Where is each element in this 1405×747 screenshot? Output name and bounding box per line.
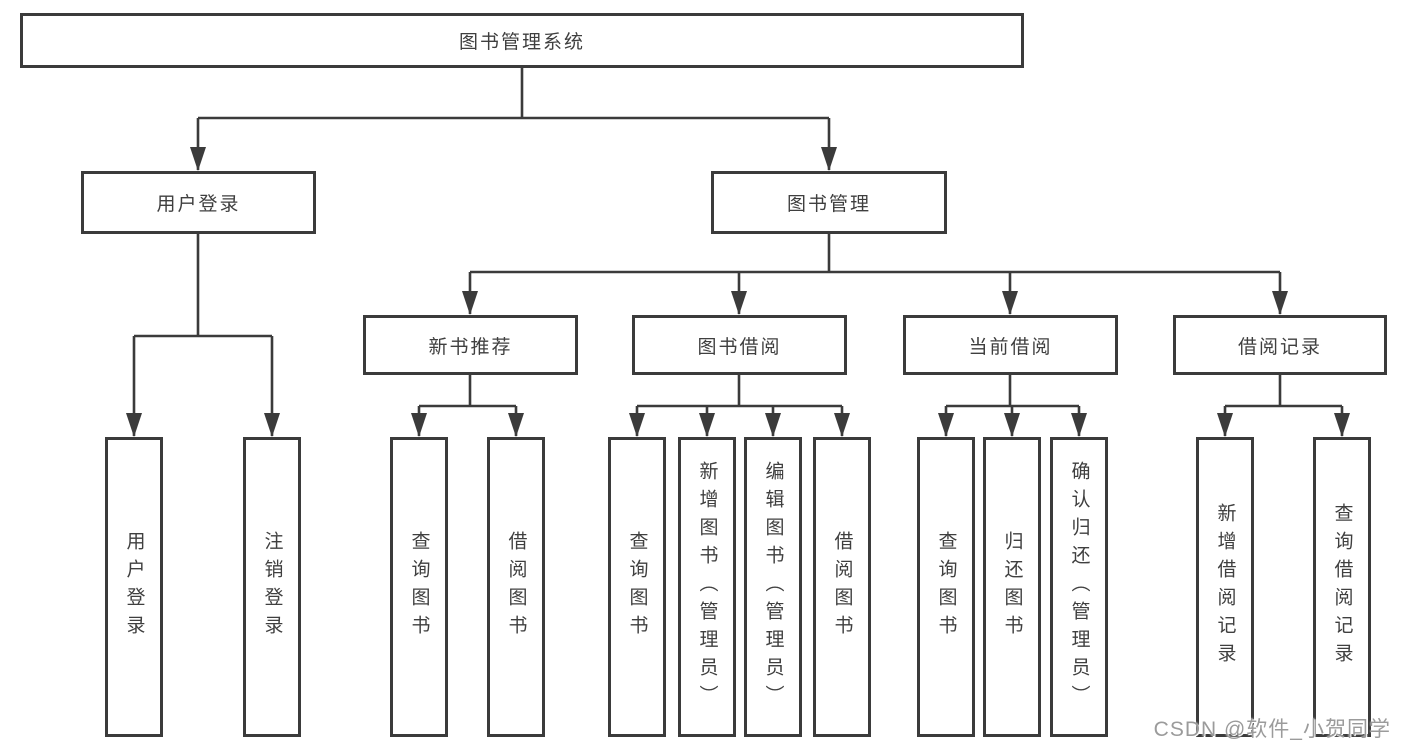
node-label: 图书管理: [786, 194, 871, 215]
node-root: 图书管理系统: [20, 13, 1024, 68]
node-borrow-records: 借阅记录: [1173, 315, 1387, 375]
node-label: 归还图书: [1001, 531, 1023, 643]
node-label: 查询图书: [626, 531, 648, 643]
node-label: 新增借阅记录: [1214, 503, 1236, 671]
leaf-borrow-add-books-admin: 新增图书（管理员）: [678, 437, 736, 737]
leaf-current-confirm-return-admin: 确认归还（管理员）: [1050, 437, 1108, 737]
node-label: 当前借阅: [968, 336, 1053, 358]
leaf-recommend-query-books: 查询图书: [390, 437, 448, 737]
leaf-borrow-borrow-books: 借阅图书: [813, 437, 871, 737]
node-label: 借阅图书: [505, 531, 527, 643]
leaf-logout: 注销登录: [243, 437, 301, 737]
node-user-login: 用户登录: [81, 171, 316, 234]
node-label: 编辑图书（管理员）: [762, 461, 784, 713]
node-label: 借阅记录: [1237, 336, 1322, 358]
node-new-book-recommend: 新书推荐: [363, 315, 578, 375]
leaf-borrow-edit-books-admin: 编辑图书（管理员）: [744, 437, 802, 737]
leaf-recommend-borrow-books: 借阅图书: [487, 437, 545, 737]
node-label: 新书推荐: [428, 336, 513, 358]
leaf-current-return-books: 归还图书: [983, 437, 1041, 737]
node-label: 借阅图书: [831, 531, 853, 643]
node-current-borrow: 当前借阅: [903, 315, 1118, 375]
node-label: 查询借阅记录: [1331, 503, 1353, 671]
leaf-current-query-books: 查询图书: [917, 437, 975, 737]
node-label: 图书借阅: [697, 336, 782, 358]
leaf-records-add-record: 新增借阅记录: [1196, 437, 1254, 737]
node-book-borrow: 图书借阅: [632, 315, 847, 375]
node-label: 查询图书: [935, 531, 957, 643]
node-label: 用户登录: [156, 194, 241, 215]
node-label: 图书管理系统: [458, 32, 585, 53]
node-label: 确认归还（管理员）: [1068, 461, 1090, 713]
node-book-management: 图书管理: [711, 171, 947, 234]
leaf-records-query-record: 查询借阅记录: [1313, 437, 1371, 737]
node-label: 查询图书: [408, 531, 430, 643]
node-label: 注销登录: [261, 531, 283, 643]
leaf-borrow-query-books: 查询图书: [608, 437, 666, 737]
node-label: 用户登录: [123, 531, 145, 643]
leaf-user-login: 用户登录: [105, 437, 163, 737]
csdn-watermark: CSDN @软件_小贺同学: [1153, 718, 1391, 741]
node-label: 新增图书（管理员）: [696, 461, 718, 713]
